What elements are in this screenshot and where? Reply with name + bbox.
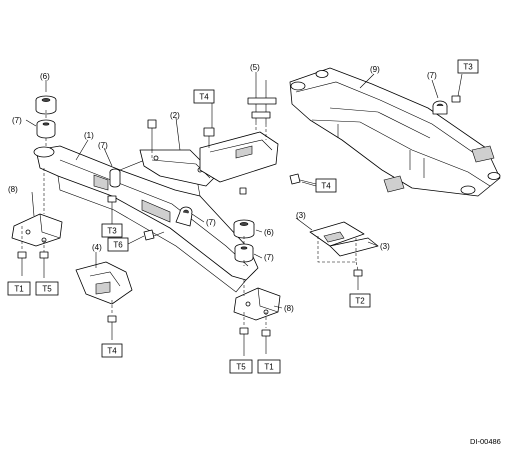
tag-t3-right: T3 bbox=[457, 59, 479, 74]
callout-7-right: (7) bbox=[427, 71, 437, 80]
bracket-part-2 bbox=[139, 119, 217, 187]
tag-t6: T6 bbox=[107, 237, 129, 252]
bracket-part-4 bbox=[75, 261, 133, 340]
callout-8-right: (8) bbox=[284, 304, 294, 313]
callout-6-left: (6) bbox=[40, 72, 50, 81]
svg-text:T4: T4 bbox=[321, 182, 331, 191]
mount-part-6-left bbox=[35, 95, 57, 115]
bracket-part-8-right bbox=[233, 280, 281, 356]
bushing-7-right bbox=[432, 95, 461, 115]
tag-t1-left: T1 bbox=[7, 281, 31, 296]
figure-code: DI-00486 bbox=[470, 437, 501, 446]
leader-lines bbox=[25, 72, 463, 309]
callout-7-left: (7) bbox=[12, 116, 22, 125]
bolts-misc bbox=[107, 173, 317, 241]
svg-text:T4: T4 bbox=[107, 347, 117, 356]
callout-7-frame: (7) bbox=[98, 141, 108, 150]
callout-3-lower: (3) bbox=[380, 242, 390, 251]
callout-3-upper: (3) bbox=[296, 211, 306, 220]
rear-crossmember-part-9 bbox=[289, 67, 501, 197]
tag-t3-frame: T3 bbox=[101, 223, 123, 238]
callout-4: (4) bbox=[92, 243, 102, 252]
callout-6-right: (6) bbox=[264, 228, 274, 237]
bracket-part-8-left bbox=[11, 168, 63, 278]
callout-5: (5) bbox=[250, 63, 260, 72]
callout-1: (1) bbox=[84, 131, 94, 140]
subframe-part-1 bbox=[33, 145, 259, 293]
svg-text:T2: T2 bbox=[355, 297, 365, 306]
bushing-7-left bbox=[109, 168, 121, 188]
callout-8-left: (8) bbox=[8, 185, 18, 194]
svg-text:T1: T1 bbox=[264, 363, 274, 372]
tag-t5-left: T5 bbox=[35, 281, 59, 296]
bushing-7-mid bbox=[175, 206, 193, 227]
svg-text:T5: T5 bbox=[236, 363, 246, 372]
spacer-part-7-right bbox=[234, 243, 254, 263]
bracket-part-3 bbox=[309, 221, 379, 290]
svg-text:T5: T5 bbox=[42, 285, 52, 294]
mount-part-6-right bbox=[233, 219, 255, 239]
tag-t4-upper: T4 bbox=[193, 89, 215, 104]
svg-text:T6: T6 bbox=[113, 241, 123, 250]
spacer-part-7-left bbox=[36, 119, 56, 139]
callout-2: (2) bbox=[170, 111, 180, 120]
center-mount-bracket bbox=[199, 127, 279, 195]
svg-text:T1: T1 bbox=[14, 285, 24, 294]
stud-bolt-part-5 bbox=[247, 80, 277, 140]
svg-text:T3: T3 bbox=[463, 63, 473, 72]
tag-t2: T2 bbox=[349, 293, 371, 308]
svg-text:T3: T3 bbox=[107, 227, 117, 236]
tag-t5-right: T5 bbox=[229, 359, 253, 374]
callout-9: (9) bbox=[370, 65, 380, 74]
tag-t4-right: T4 bbox=[315, 178, 337, 193]
svg-text:T4: T4 bbox=[199, 93, 209, 102]
callout-7-lower: (7) bbox=[264, 253, 274, 262]
callout-7-mid: (7) bbox=[206, 218, 216, 227]
tag-t4-lower: T4 bbox=[101, 343, 123, 358]
tag-t1-right: T1 bbox=[257, 359, 281, 374]
